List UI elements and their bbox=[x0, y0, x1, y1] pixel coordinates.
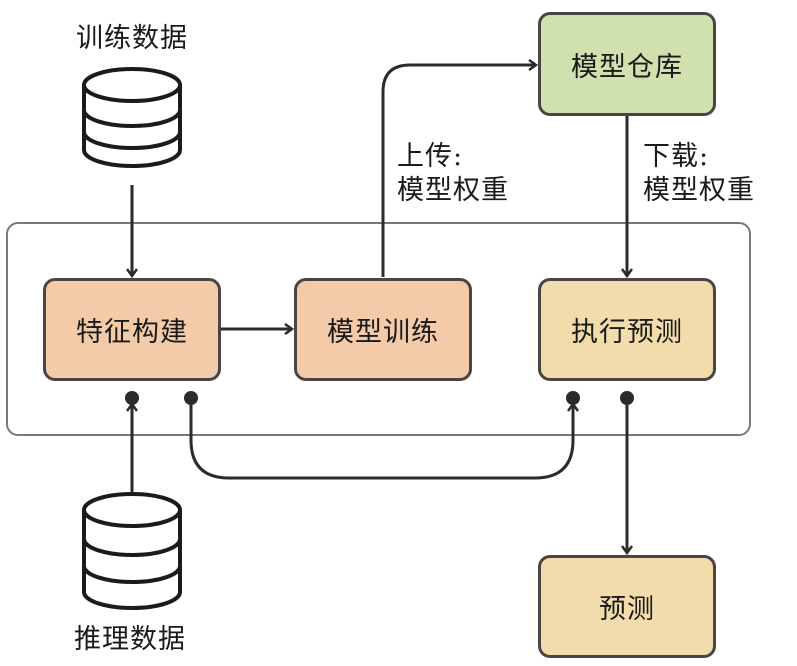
model-training-label: 模型训练 bbox=[327, 317, 439, 348]
model-registry-label: 模型仓库 bbox=[571, 51, 683, 83]
inference-data-label: 推理数据 bbox=[74, 624, 186, 655]
feature-output-port bbox=[184, 391, 198, 405]
prediction-output-port bbox=[620, 391, 634, 405]
upload-label-line2: 模型权重 bbox=[397, 175, 509, 206]
run-prediction-label: 执行预测 bbox=[571, 317, 683, 348]
feature-input-port bbox=[125, 391, 139, 405]
model-training-node[interactable]: 模型训练 bbox=[294, 278, 472, 381]
training-data-database-icon bbox=[82, 67, 182, 168]
feature-build-label: 特征构建 bbox=[76, 317, 188, 348]
feature-to-prediction-arrow bbox=[189, 398, 573, 480]
upload-weights-arrow bbox=[381, 65, 536, 277]
download-label-line2: 模型权重 bbox=[643, 175, 755, 206]
prediction-input-port bbox=[566, 391, 580, 405]
download-label-line1: 下载: bbox=[643, 141, 710, 172]
pipeline-container bbox=[6, 222, 751, 436]
feature-build-node[interactable]: 特征构建 bbox=[43, 278, 221, 381]
download-label: 下载: 模型权重 bbox=[643, 140, 755, 208]
upload-label: 上传: 模型权重 bbox=[397, 140, 509, 208]
training-data-label: 训练数据 bbox=[76, 23, 188, 54]
prediction-label: 预测 bbox=[599, 594, 655, 625]
prediction-node[interactable]: 预测 bbox=[538, 555, 716, 658]
run-prediction-node[interactable]: 执行预测 bbox=[538, 278, 716, 381]
upload-label-line1: 上传: bbox=[397, 141, 464, 172]
model-registry-node[interactable]: 模型仓库 bbox=[538, 12, 716, 116]
inference-data-database-icon bbox=[82, 492, 182, 610]
